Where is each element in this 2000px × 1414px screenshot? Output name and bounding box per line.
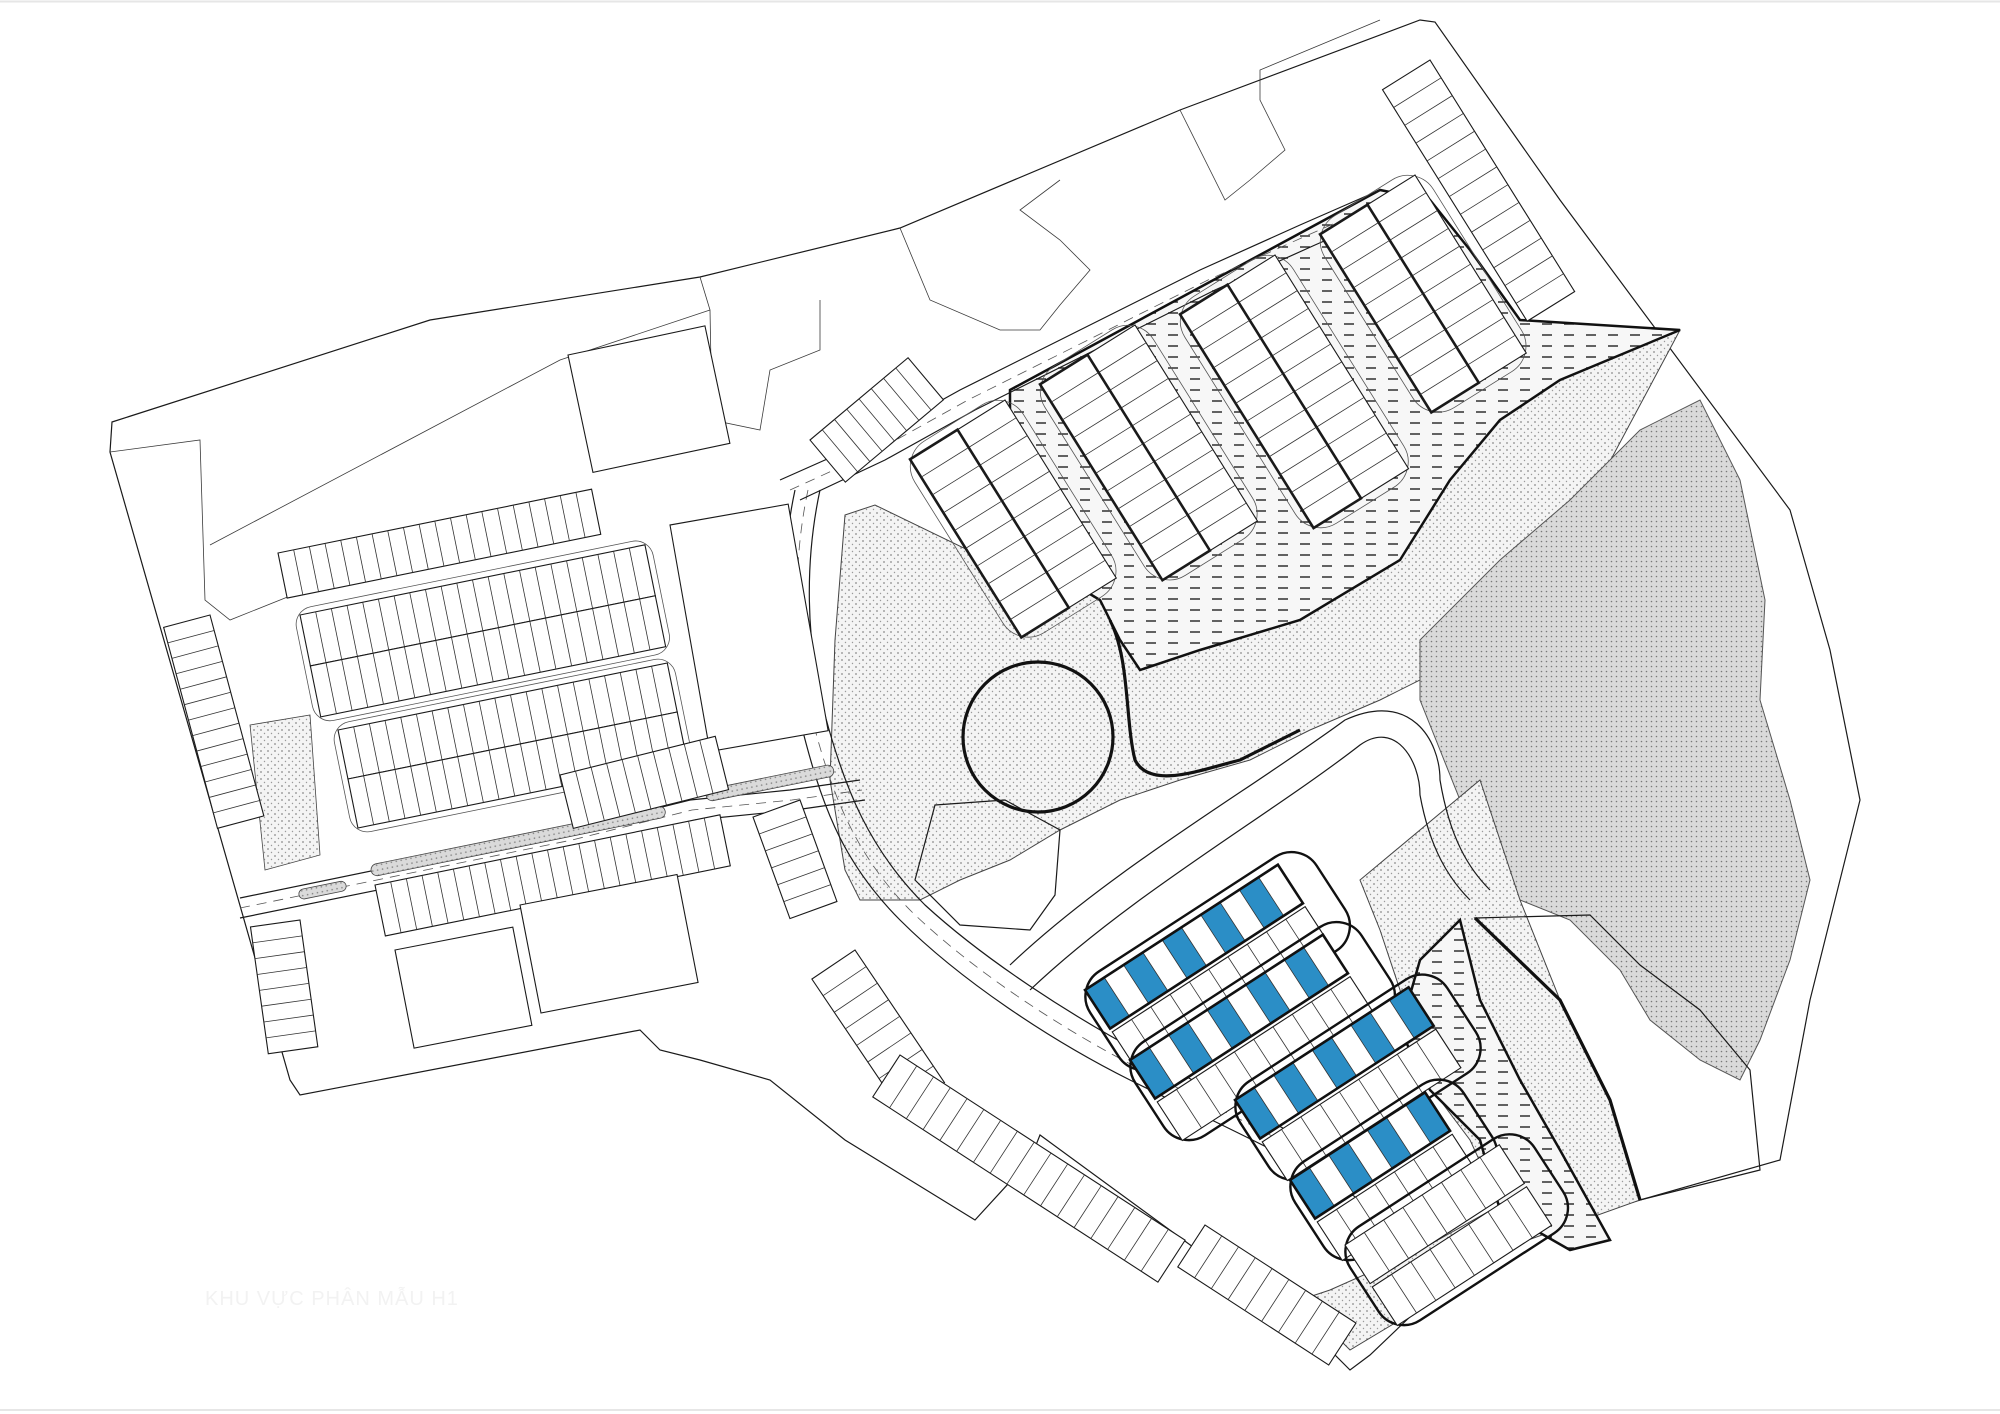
north-diagonal-row — [809, 356, 945, 483]
small-plot — [394, 926, 533, 1049]
west-lower-column — [249, 919, 319, 1055]
spine-corner-lots — [752, 799, 838, 920]
east-block-edge — [1473, 916, 1642, 1201]
highlighted-lot — [1085, 977, 1130, 1029]
highlighted-lot — [1207, 997, 1252, 1049]
roundabout-circle — [961, 660, 1115, 814]
highlighted-lot — [1405, 1092, 1451, 1144]
blue-lot-row — [1128, 932, 1350, 1101]
highlighted-lot — [1328, 1142, 1373, 1194]
highlighted-lot — [1290, 1167, 1335, 1219]
highlighted-lot — [1239, 877, 1284, 929]
lot-row — [1038, 352, 1212, 583]
lot-row — [908, 427, 1071, 640]
neighbour-plots — [109, 19, 1381, 621]
lot-row — [1178, 282, 1363, 530]
plan-caption: KHU VỰC PHÂN MẪU H1 — [205, 1288, 459, 1310]
highlighted-lot — [1130, 1047, 1175, 1099]
south-frontage-lots — [811, 949, 1357, 1366]
highlighted-lot — [1168, 1022, 1213, 1074]
lot-row — [1344, 1144, 1526, 1285]
west-top-row — [277, 488, 602, 599]
ne-lot-block — [1038, 324, 1259, 583]
ne-lot-block — [908, 399, 1118, 640]
blue-lot-row — [1233, 985, 1436, 1141]
blue-lot-row — [1288, 1090, 1452, 1221]
south-east-highlighted-lots — [1083, 850, 1570, 1327]
se-lot-block — [1083, 850, 1352, 1072]
lot-block — [295, 540, 670, 722]
pond-hatch-connector — [1108, 619, 1301, 778]
se-lot-block — [1233, 973, 1482, 1182]
ne-edge-row — [1381, 59, 1576, 322]
north-plot — [567, 325, 731, 474]
west-parking-district — [162, 325, 945, 1055]
lot-row — [1318, 202, 1481, 415]
western-spine-centerline — [239, 789, 863, 909]
loop-road — [1009, 710, 1491, 966]
se-lot-block-white — [1344, 1133, 1570, 1327]
highlighted-lot — [1200, 902, 1246, 954]
highlighted-lot — [1273, 1062, 1318, 1114]
highlighted-lot — [1235, 1087, 1280, 1139]
spine-row-east — [559, 735, 730, 830]
highlighted-lot — [1389, 987, 1434, 1039]
ne-lot-block — [1318, 174, 1528, 415]
ne-lot-block — [1178, 254, 1410, 530]
highlighted-lot — [1245, 972, 1291, 1024]
highlighted-lot — [1367, 1117, 1412, 1169]
north-east-parking-district — [908, 59, 1576, 640]
highlighted-lot — [1123, 952, 1168, 1004]
blue-lot-row — [1083, 862, 1305, 1031]
lot-row — [309, 595, 667, 718]
west-column-lots — [162, 614, 265, 830]
lot-row — [337, 662, 678, 780]
se-lot-block — [1288, 1078, 1499, 1262]
highlighted-lot — [1162, 927, 1207, 979]
highlighted-lot — [1350, 1012, 1396, 1064]
plaza-block — [914, 799, 1061, 931]
school-plot — [519, 873, 699, 1014]
highlighted-lot — [1284, 947, 1329, 999]
highlighted-lot — [1312, 1037, 1357, 1089]
loop-road-2 — [1029, 736, 1471, 991]
se-lot-block — [1128, 920, 1397, 1142]
lot-row — [1371, 1185, 1553, 1327]
lot-block — [333, 658, 692, 833]
frontage-row-southeast — [1177, 1224, 1357, 1366]
civic-plot — [669, 503, 829, 753]
west-south-row — [374, 814, 731, 937]
west-green-strip — [249, 714, 321, 871]
frontage-row-south — [872, 1054, 1186, 1283]
